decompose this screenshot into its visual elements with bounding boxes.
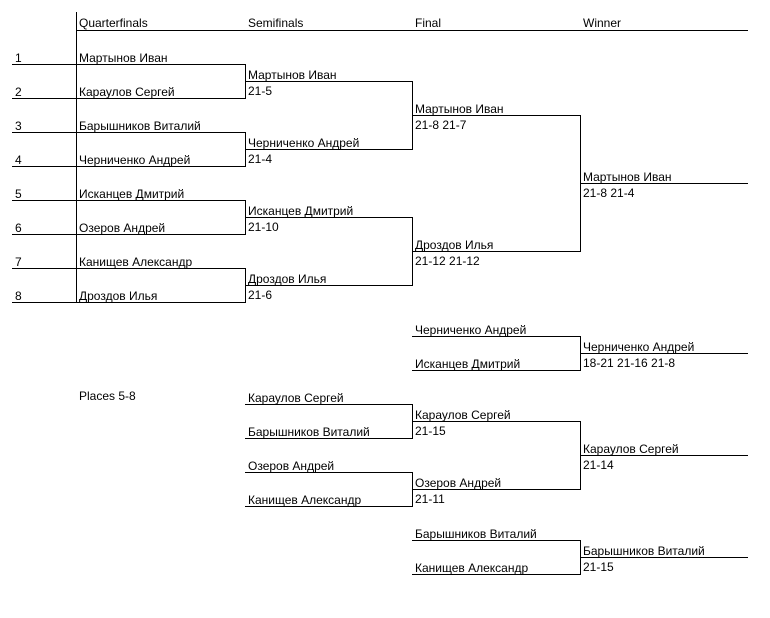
seed-number: 4	[15, 153, 22, 167]
column-header: Quarterfinals	[79, 16, 148, 30]
seventh-place-line	[412, 540, 580, 541]
final-score: 21-8 21-7	[415, 118, 467, 132]
semifinal-score: 21-5	[248, 84, 273, 98]
third-place-winner: Черниченко Андрей	[583, 340, 695, 354]
places-winner-player: Караулов Сергей	[583, 442, 679, 456]
places-round2-player: Караулов Сергей	[415, 408, 511, 422]
seventh-place-player: Канищев Александр	[415, 561, 529, 575]
column-header: Final	[415, 16, 442, 30]
quarterfinal-line	[12, 302, 245, 303]
third-place-score: 18-21 21-16 21-8	[583, 356, 676, 370]
final-line	[412, 251, 580, 252]
quarterfinal-line	[12, 64, 245, 65]
places-round1-player: Озеров Андрей	[248, 459, 335, 473]
seed-number: 7	[15, 255, 22, 269]
semifinal-line	[245, 217, 412, 218]
places-round1-line	[245, 506, 412, 507]
seed-number: 5	[15, 187, 22, 201]
header-underline	[76, 30, 748, 31]
third-place-line	[412, 370, 580, 371]
seed-number: 3	[15, 119, 22, 133]
quarterfinal-player: Озеров Андрей	[79, 221, 166, 235]
seventh-place-winner-line	[580, 557, 748, 558]
seventh-place-score: 21-15	[583, 560, 614, 574]
places-round2-score: 21-11	[415, 492, 445, 506]
quarterfinal-line	[12, 98, 245, 99]
winner-score: 21-8 21-4	[583, 186, 635, 200]
seventh-place-line	[412, 574, 580, 575]
third-place-player: Черниченко Андрей	[415, 323, 527, 337]
places-round2-line	[412, 489, 580, 490]
places-winner-score: 21-14	[583, 458, 614, 472]
semifinal-line	[245, 285, 412, 286]
quarterfinal-player: Исканцев Дмитрий	[79, 187, 185, 201]
places-winner-line	[580, 455, 748, 456]
semifinal-score: 21-6	[248, 288, 273, 302]
quarterfinal-line	[12, 234, 245, 235]
final-player: Дроздов Илья	[415, 238, 494, 252]
semifinal-player: Дроздов Илья	[248, 272, 327, 286]
places-round1-line	[245, 472, 412, 473]
semifinal-score: 21-10	[248, 220, 279, 234]
seed-number: 1	[15, 51, 22, 65]
semifinal-player: Черниченко Андрей	[248, 136, 360, 150]
quarterfinal-player: Караулов Сергей	[79, 85, 175, 99]
seventh-place-player: Барышников Виталий	[415, 527, 537, 541]
semifinal-line	[245, 81, 412, 82]
third-place-player: Исканцев Дмитрий	[415, 357, 521, 371]
quarterfinal-player: Дроздов Илья	[79, 289, 158, 303]
places-round1-player: Барышников Виталий	[248, 425, 370, 439]
places-round1-player: Караулов Сергей	[248, 391, 344, 405]
final-player: Мартынов Иван	[415, 102, 504, 116]
seed-number: 6	[15, 221, 22, 235]
quarterfinal-player: Мартынов Иван	[79, 51, 168, 65]
places-round1-line	[245, 404, 412, 405]
header-left-border	[76, 12, 77, 31]
seed-number: 2	[15, 85, 22, 99]
places-round2-line	[412, 421, 580, 422]
section-label: Places 5-8	[79, 389, 136, 403]
quarterfinal-line	[12, 132, 245, 133]
quarterfinal-player: Черниченко Андрей	[79, 153, 191, 167]
seventh-place-winner: Барышников Виталий	[583, 544, 705, 558]
quarterfinal-line	[12, 200, 245, 201]
places-round2-player: Озеров Андрей	[415, 476, 502, 490]
quarterfinal-line	[12, 166, 245, 167]
semifinal-line	[245, 149, 412, 150]
quarterfinal-player: Барышников Виталий	[79, 119, 201, 133]
semifinal-player: Исканцев Дмитрий	[248, 204, 354, 218]
column-header: Semifinals	[248, 16, 304, 30]
column-header: Winner	[583, 16, 622, 30]
semifinal-score: 21-4	[248, 152, 273, 166]
final-line	[412, 115, 580, 116]
quarterfinal-player: Канищев Александр	[79, 255, 193, 269]
seed-number: 8	[15, 289, 22, 303]
places-round1-line	[245, 438, 412, 439]
places-round1-player: Канищев Александр	[248, 493, 362, 507]
third-place-winner-line	[580, 353, 748, 354]
third-place-line	[412, 336, 580, 337]
winner-line	[580, 183, 748, 184]
quarterfinal-line	[12, 268, 245, 269]
semifinal-player: Мартынов Иван	[248, 68, 337, 82]
final-score: 21-12 21-12	[415, 254, 480, 268]
places-round2-score: 21-15	[415, 424, 446, 438]
winner-player: Мартынов Иван	[583, 170, 672, 184]
